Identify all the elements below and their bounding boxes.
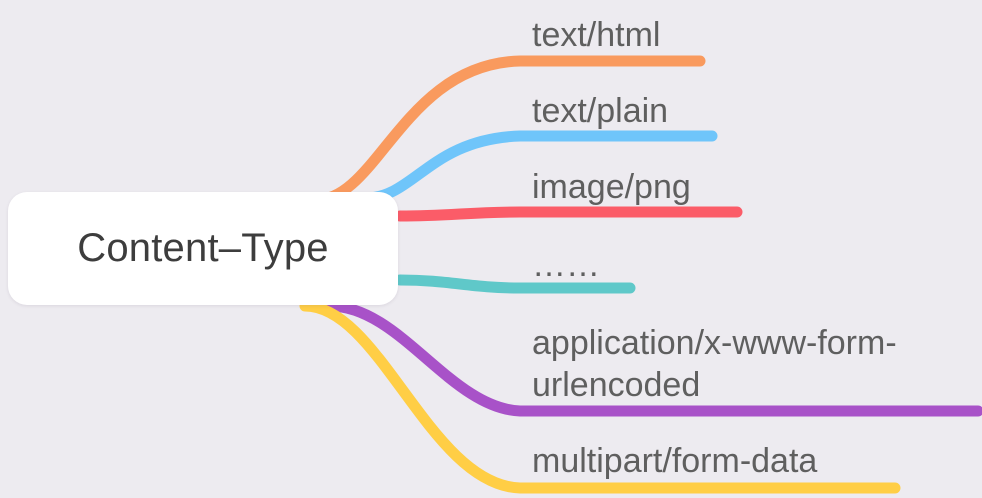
branch-label-application-x-www-form-urlencoded[interactable]: application/x-www-form- urlencoded	[532, 324, 897, 404]
branch-line-multipart-form-data[interactable]	[299, 300, 901, 494]
root-node-label: Content–Type	[77, 226, 329, 270]
branch-line-application-x-www-form-urlencoded[interactable]	[324, 300, 982, 417]
branch-line-ellipsis[interactable]	[394, 274, 636, 294]
branch-label-text-plain[interactable]: text/plain	[532, 92, 669, 130]
root-node[interactable]: Content–Type	[8, 192, 398, 305]
branch-label-ellipsis[interactable]: ……	[532, 246, 600, 284]
branch-line-image-png[interactable]	[394, 206, 743, 222]
branch-label-multipart-form-data[interactable]: multipart/form-data	[532, 442, 818, 480]
branch-label-text-html[interactable]: text/html	[532, 16, 661, 54]
branch-label-image-png[interactable]: image/png	[532, 168, 691, 206]
